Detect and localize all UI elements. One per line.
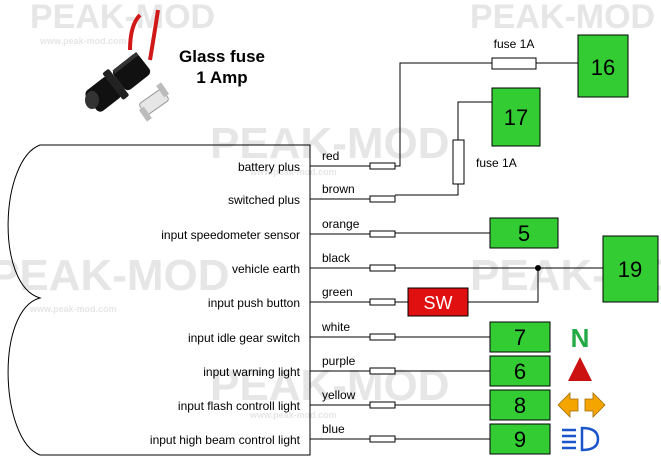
pin-label-0: battery plus bbox=[238, 160, 300, 174]
svg-text:19: 19 bbox=[618, 257, 642, 282]
switch-label: SW bbox=[424, 293, 453, 313]
pin-connector-2 bbox=[369, 230, 396, 238]
terminal-6: 6 bbox=[489, 355, 551, 387]
fuse-2-label: fuse 1A bbox=[476, 156, 517, 170]
svg-text:PEAK-MOD: PEAK-MOD bbox=[210, 361, 450, 410]
pins-group: battery plus red switched plus brown input s… bbox=[150, 149, 396, 447]
svg-text:PEAK-MOD: PEAK-MOD bbox=[210, 119, 450, 168]
svg-text:PEAK-MOD: PEAK-MOD bbox=[470, 0, 655, 36]
wire-color-label-7: yellow bbox=[322, 388, 356, 402]
terminal-16: 16 bbox=[577, 34, 629, 98]
fuse-1-label: fuse 1A bbox=[494, 37, 535, 51]
fuse-title-line2: 1 Amp bbox=[196, 68, 247, 87]
fuse-title-line1: Glass fuse bbox=[179, 47, 265, 66]
turn-signal-arrows-icon bbox=[557, 392, 606, 418]
pin-label-1: switched plus bbox=[228, 193, 300, 207]
pin-label-8: input high beam control light bbox=[150, 433, 301, 447]
junction-dot bbox=[535, 265, 541, 271]
svg-text:8: 8 bbox=[514, 393, 526, 418]
pin-connector-7 bbox=[369, 401, 396, 409]
wire-color-label-2: orange bbox=[322, 217, 360, 231]
svg-text:www.peak-mod.com: www.peak-mod.com bbox=[29, 304, 117, 314]
watermark: PEAK-MOD PEAK-MOD PEAK-MOD PEAK-MOD PEAK… bbox=[0, 0, 661, 420]
svg-text:5: 5 bbox=[518, 221, 530, 246]
terminal-17: 17 bbox=[491, 87, 541, 147]
wire-color-label-5: white bbox=[321, 320, 350, 334]
svg-text:www.peak-mod.com: www.peak-mod.com bbox=[249, 410, 337, 420]
svg-text:17: 17 bbox=[504, 105, 528, 130]
terminal-8: 8 bbox=[489, 389, 551, 421]
pin-label-6: input warning light bbox=[203, 365, 300, 379]
pin-label-7: input flash controll light bbox=[178, 399, 301, 413]
pin-label-2: input speedometer sensor bbox=[161, 228, 300, 242]
module-outline bbox=[7, 144, 311, 456]
neutral-icon: N bbox=[571, 323, 590, 353]
pin-label-5: input idle gear switch bbox=[188, 331, 300, 345]
fuse-1: fuse 1A bbox=[491, 37, 537, 70]
wire-color-label-0: red bbox=[322, 149, 339, 163]
terminal-9: 9 bbox=[489, 423, 551, 455]
svg-text:PEAK-MOD: PEAK-MOD bbox=[0, 251, 230, 300]
wire-color-label-4: green bbox=[322, 285, 353, 299]
fuse-2: fuse 1A bbox=[452, 139, 517, 185]
pin-connector-5 bbox=[369, 333, 396, 341]
pin-connector-3 bbox=[369, 264, 396, 272]
pin-connector-4 bbox=[369, 298, 396, 306]
svg-text:16: 16 bbox=[591, 55, 615, 80]
switch-box: SW bbox=[407, 287, 469, 317]
pin-label-4: input push button bbox=[208, 296, 300, 310]
wire-color-label-6: purple bbox=[322, 354, 356, 368]
svg-text:PEAK-MOD: PEAK-MOD bbox=[30, 0, 215, 36]
terminal-19: 19 bbox=[602, 235, 659, 303]
svg-text:www.peak-mod.com: www.peak-mod.com bbox=[39, 36, 127, 46]
svg-text:www.peak-mod.com: www.peak-mod.com bbox=[249, 167, 337, 177]
pin-connector-8 bbox=[369, 435, 396, 443]
pin-label-3: vehicle earth bbox=[232, 262, 300, 276]
warning-triangle-icon bbox=[568, 357, 592, 381]
wire-color-label-1: brown bbox=[322, 182, 355, 196]
svg-text:9: 9 bbox=[514, 427, 526, 452]
svg-text:7: 7 bbox=[514, 325, 526, 350]
svg-text:6: 6 bbox=[514, 359, 526, 384]
wires bbox=[395, 62, 603, 440]
pin-connector-1 bbox=[369, 195, 396, 203]
pin-connector-6 bbox=[369, 367, 396, 375]
wire-color-label-3: black bbox=[322, 251, 351, 265]
wire-color-label-8: blue bbox=[322, 422, 345, 436]
pin-connector-0 bbox=[369, 162, 396, 170]
terminal-7: 7 bbox=[489, 321, 551, 353]
glass-fuse-photo bbox=[85, 9, 170, 122]
terminal-5: 5 bbox=[489, 217, 559, 249]
high-beam-icon bbox=[562, 426, 600, 452]
